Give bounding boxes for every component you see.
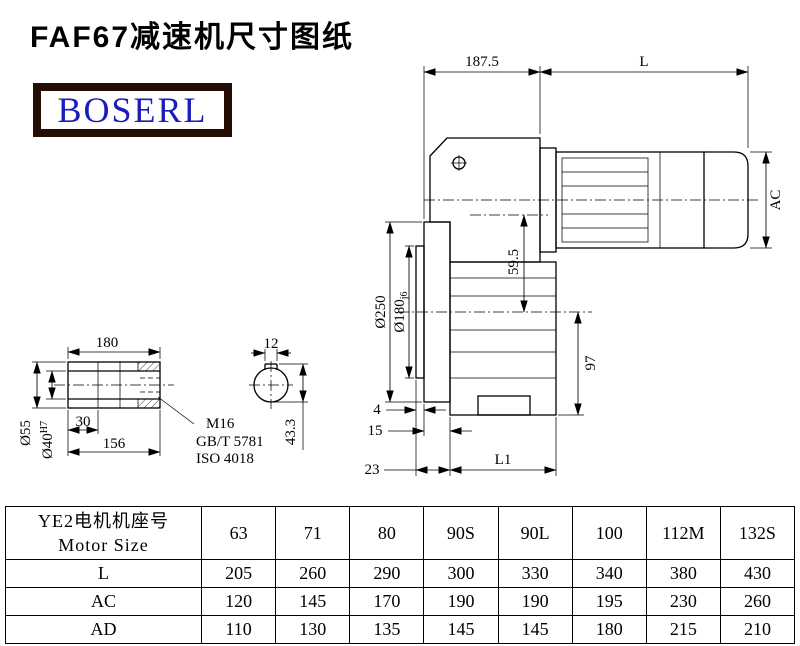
dim-15-label: 15: [368, 423, 383, 439]
table-cell: 195: [571, 587, 647, 616]
table-cell: 300: [423, 559, 499, 588]
table-cell: 290: [349, 559, 425, 588]
brand-logo: BOSERL: [33, 83, 232, 137]
motor-size-column: 132S: [719, 506, 796, 560]
row-label: L: [5, 559, 202, 588]
dim-97-label: 97: [583, 355, 599, 371]
table-cell: 145: [423, 615, 499, 644]
gearbox-main-view: 187.5 L AC Ø250: [365, 54, 785, 478]
dim-motor-ac: AC: [750, 151, 784, 249]
dim-motor-length: L: [539, 54, 749, 148]
dim-bore-diameter-label: Ø40H7: [39, 421, 56, 459]
dim-59-5: 59.5: [506, 214, 528, 313]
table-cell: 330: [497, 559, 573, 588]
dim-4: 4: [373, 402, 446, 418]
table-cell: 380: [645, 559, 721, 588]
table-cell: 120: [200, 587, 277, 616]
bottom-boss-outline: [477, 395, 531, 416]
leader-line: [157, 396, 195, 425]
dim-23: 23: [365, 462, 451, 478]
dim-156: 156: [67, 410, 161, 456]
table-cell: 130: [275, 615, 351, 644]
thread-label: M16: [206, 416, 235, 432]
motor-size-column: 90L: [497, 506, 573, 560]
dim-housing-width: 187.5: [423, 54, 541, 219]
table-cell: 170: [349, 587, 425, 616]
dim-motor-length-label: L: [639, 54, 648, 70]
table-cell: 180: [571, 615, 647, 644]
standard-iso-label: ISO 4018: [196, 451, 254, 467]
dim-spigot-diameter: Ø180j6: [392, 245, 414, 379]
lower-housing-outline: [449, 261, 557, 416]
dim-bore-fit: H7: [39, 421, 50, 433]
dim-156-label: 156: [103, 436, 126, 452]
page-title: FAF67减速机尺寸图纸: [30, 21, 355, 54]
table-cell: 135: [349, 615, 425, 644]
thread-note: M16 GB/T 5781 ISO 4018: [157, 396, 264, 467]
dim-4-label: 4: [373, 402, 381, 418]
table-cell: 215: [645, 615, 721, 644]
table-cell: 210: [719, 615, 796, 644]
table-cell: 430: [719, 559, 796, 588]
dim-spigot-fit: j6: [399, 291, 410, 300]
motor-size-column: 63: [200, 506, 277, 560]
motor-size-column: 80: [349, 506, 425, 560]
table-cell: 205: [200, 559, 277, 588]
table-cell: 190: [423, 587, 499, 616]
dim-shaft-length-label: 180: [96, 335, 119, 351]
table-cell: 260: [719, 587, 796, 616]
dim-shaft-od-label: Ø55: [18, 420, 34, 446]
dim-bore-diameter-value: Ø40: [40, 433, 56, 459]
table-cell: 145: [275, 587, 351, 616]
technical-drawing: 180 Ø55 Ø40H7 30: [18, 54, 785, 478]
dim-l1: L1: [449, 452, 557, 474]
table-row-ac: AC 120 145 170 190 190 195 230 260: [5, 587, 796, 616]
dim-15: 15: [368, 423, 472, 439]
table-cell: 145: [497, 615, 573, 644]
motor-size-column: 112M: [645, 506, 721, 560]
dim-shaft-od: Ø55: [18, 361, 66, 446]
motor-size-column: 100: [571, 506, 647, 560]
dim-bore-diameter: Ø40H7: [39, 370, 66, 459]
dim-23-label: 23: [365, 462, 380, 478]
dim-l1-label: L1: [495, 452, 512, 468]
motor-size-column: 90S: [423, 506, 499, 560]
row-label: AD: [5, 615, 202, 644]
table-cell: 110: [200, 615, 277, 644]
motor-size-header: YE2电机机座号 Motor Size: [5, 506, 202, 560]
motor-size-header-cn: YE2电机机座号: [38, 510, 169, 531]
dimension-table: YE2电机机座号 Motor Size 63 71 80 90S 90L 100…: [5, 506, 796, 644]
table-cell: 340: [571, 559, 647, 588]
dim-keyway-width-label: 12: [264, 336, 279, 352]
hollow-shaft-detail: 180 Ø55 Ø40H7 30: [18, 335, 264, 467]
standard-gb-label: GB/T 5781: [196, 434, 264, 450]
dim-keyway-width: 12: [251, 336, 291, 361]
table-row-l: L 205 260 290 300 330 340 380 430: [5, 559, 796, 588]
dim-keyway-depth: 43.3: [273, 363, 308, 450]
table-cell: 190: [497, 587, 573, 616]
table-header-row: YE2电机机座号 Motor Size 63 71 80 90S 90L 100…: [5, 506, 796, 560]
row-label: AC: [5, 587, 202, 616]
dim-spigot-diameter-label: Ø180j6: [392, 291, 410, 332]
bottom-dimensions: 4 15 23 L1: [365, 380, 557, 478]
motor-size-column: 71: [275, 506, 351, 560]
dim-97: 97: [558, 311, 599, 416]
dim-59-5-label: 59.5: [506, 249, 522, 275]
table-cell: 260: [275, 559, 351, 588]
dim-motor-ac-label: AC: [768, 190, 784, 211]
dim-flange-diameter-label: Ø250: [373, 295, 389, 328]
brand-logo-text: BOSERL: [57, 90, 208, 130]
table-row-ad: AD 110 130 135 145 145 180 215 210: [5, 615, 796, 644]
dim-shaft-length: 180: [67, 335, 161, 359]
dim-30: 30: [67, 410, 99, 456]
table-cell: 230: [645, 587, 721, 616]
dim-30-label: 30: [76, 414, 91, 430]
motor-size-header-en: Motor Size: [58, 535, 149, 555]
dim-housing-width-label: 187.5: [465, 54, 499, 70]
dim-keyway-depth-label: 43.3: [283, 419, 299, 445]
dim-spigot-diameter-value: Ø180: [392, 299, 408, 332]
keyway-section-view: 12 43.3: [249, 336, 308, 450]
